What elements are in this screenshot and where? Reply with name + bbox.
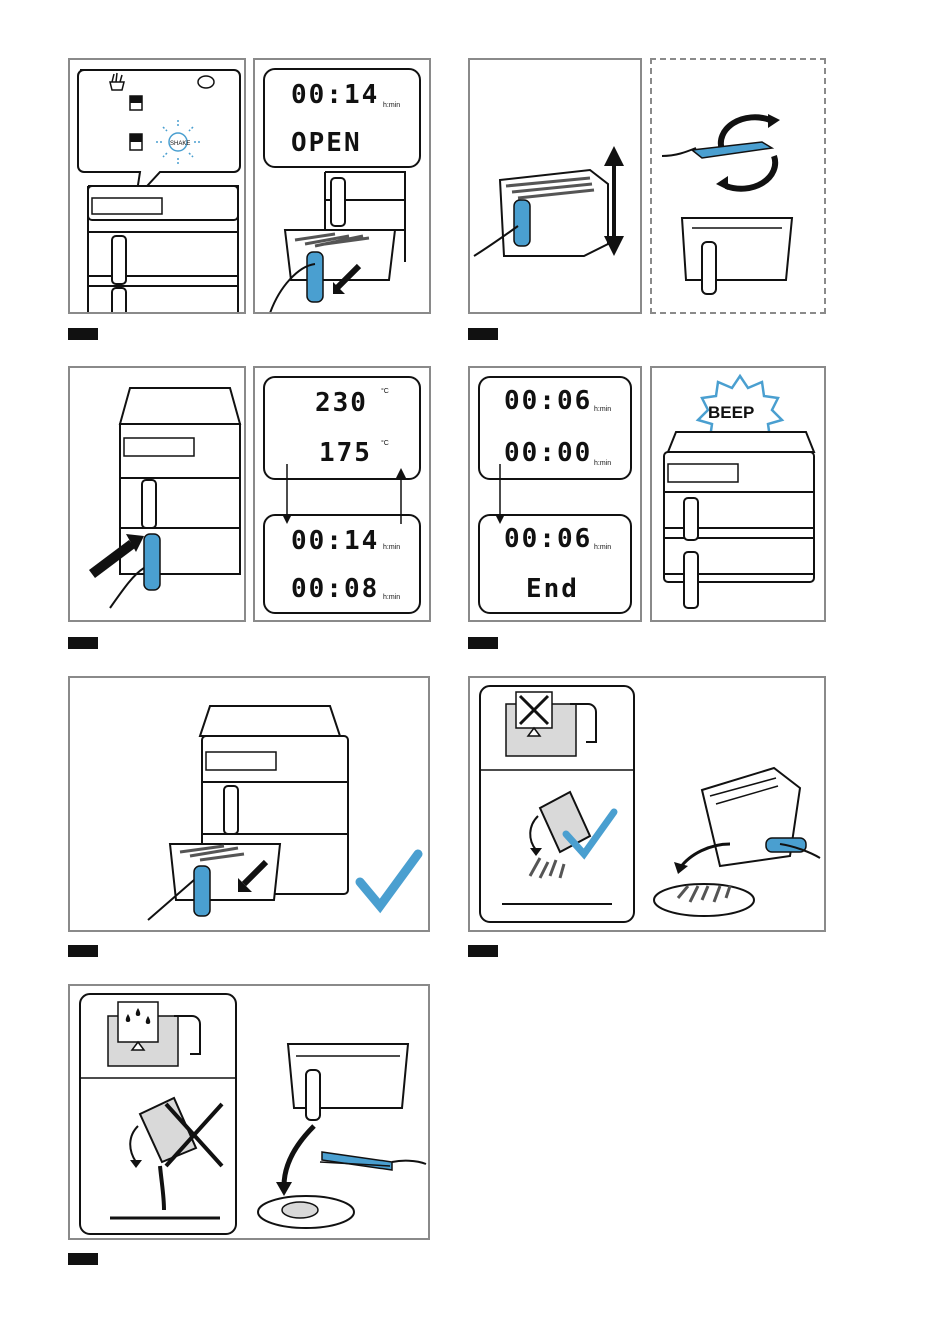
serve-fries-illustration [470, 678, 826, 932]
display-arrows [255, 368, 431, 622]
display-unit: h:min [383, 102, 400, 109]
step-panel-shake-control: SHAKE [68, 58, 246, 314]
display-arrow [470, 368, 642, 622]
beep-label: BEEP [708, 403, 754, 422]
insert-basket-illustration [70, 368, 246, 622]
tongs-illustration [652, 60, 826, 314]
beep-illustration: BEEP [652, 368, 826, 622]
step-number-tag [468, 945, 498, 957]
display-open-text: OPEN [291, 128, 362, 158]
shake-control-illustration: SHAKE [70, 60, 246, 314]
step-number-tag [468, 637, 498, 649]
basket-handle [307, 252, 323, 302]
step-number-tag [68, 945, 98, 957]
step-panel-shake-basket [468, 58, 642, 314]
step-number-tag [68, 1253, 98, 1265]
shake-basket-illustration [470, 60, 642, 314]
shake-label: SHAKE [170, 141, 190, 147]
step-panel-open-basket: 00:14 h:min OPEN [253, 58, 431, 314]
display-open: 00:14 h:min OPEN [263, 68, 421, 168]
step-panel-temp-time-displays: 230 °C 175 °C 00:14 h:min 00:08 h:min [253, 366, 431, 622]
step-panel-serve-fries [468, 676, 826, 932]
step-panel-beep: BEEP [650, 366, 826, 622]
step-number-tag [68, 328, 98, 340]
step-number-tag [468, 328, 498, 340]
step-number-tag [68, 637, 98, 649]
step-panel-insert-basket [68, 366, 246, 622]
step-panel-tongs-optional [650, 58, 826, 314]
remove-basket-illustration [70, 678, 430, 932]
serve-with-tongs-illustration [70, 986, 430, 1240]
checkmark-icon [360, 854, 418, 906]
step-panel-remove-basket [68, 676, 430, 932]
step-panel-serve-with-tongs [68, 984, 430, 1240]
step-panel-end-displays: 00:06 h:min 00:00 h:min 00:06 h:min End [468, 366, 642, 622]
display-time: 00:14 [291, 80, 379, 110]
